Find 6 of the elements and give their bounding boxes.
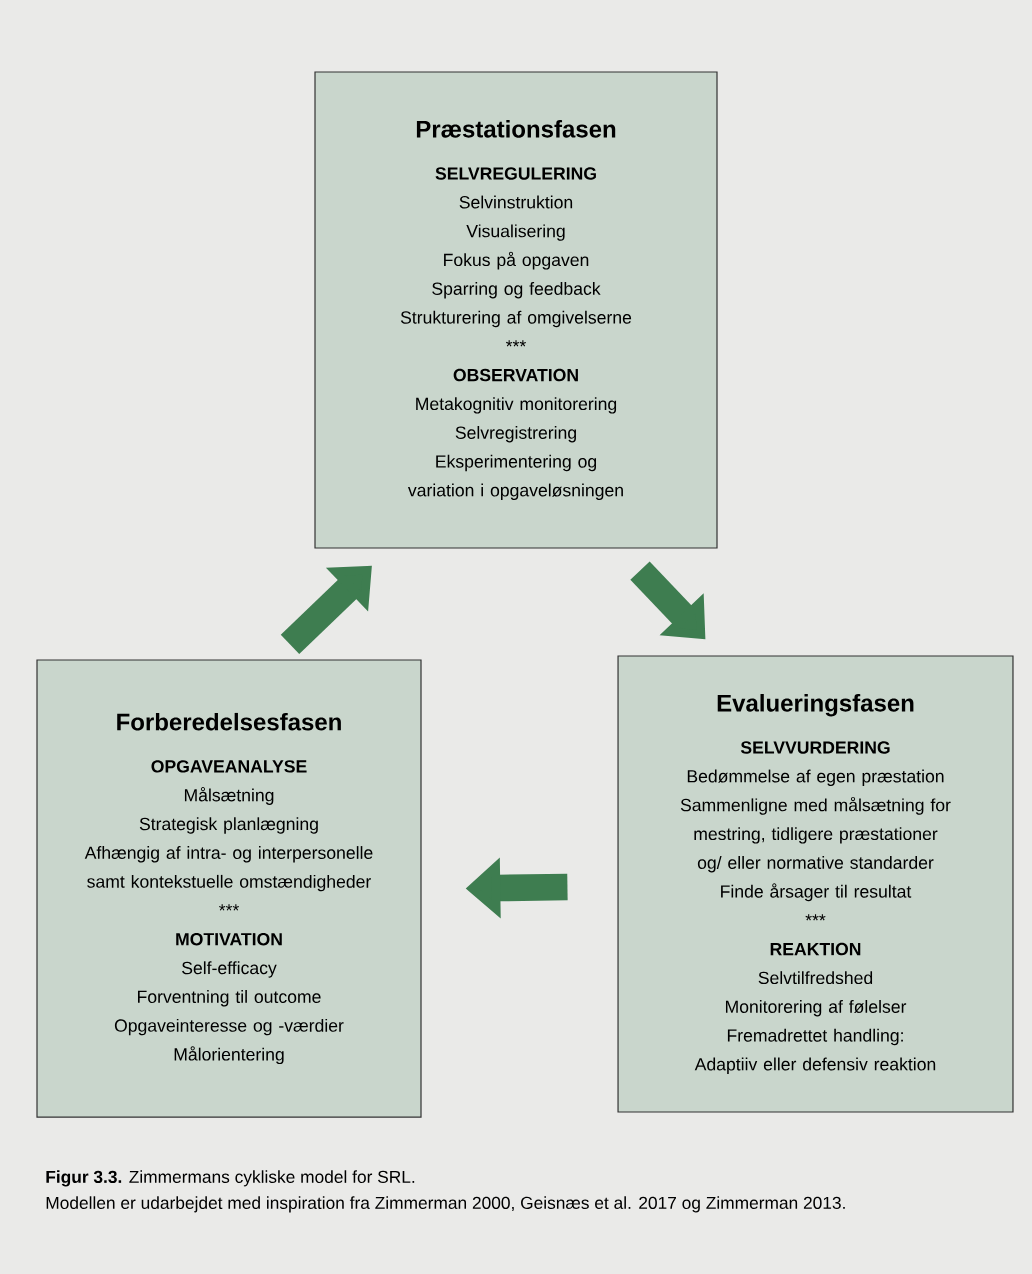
source-note: Modellen er udarbejdet med inspiration fra Zimmerman 2000, Geisnæs et al. 2017 og Zimmerman 2013. <box>46 1196 845 1213</box>
phase-box: Præstationsfasen SELVREGULERING Selvinstruktion Visualisering Fokus på opgaven Sparring og feedback Strukturering af omgivelserne *** OBSERVATION Metakognitiv monitorering Selvregistrering Eksperimentering og variation i opgaveløsningen <box>314 71 718 549</box>
phase-box: Forberedelsesfasen OPGAVEANALYSE Målsætning Strategisk planlægning Afhængig af intra- og interpersonelle samt kontekstuelle omstændigheder *** MOTIVATION Self-efficacy Forventning til outcome Opgaveinteresse og -værdier Målorientering <box>36 659 422 1118</box>
phase-box: Evalueringsfasen SELVVURDERING Bedømmelse af egen præstation Sammenligne med målsætning for mestring, tidligere præstationer og/ eller normative standarder Finde årsager til resultat *** REAKTION Selvtilfredshed Monitorering af følelser Fremadrettet handling: Adaptiiv eller defensiv reaktion <box>617 655 1014 1113</box>
block-arrow <box>280 565 372 654</box>
figure-caption: Figur 3.3. Zimmermans cykliske model for SRL. <box>46 1170 415 1187</box>
